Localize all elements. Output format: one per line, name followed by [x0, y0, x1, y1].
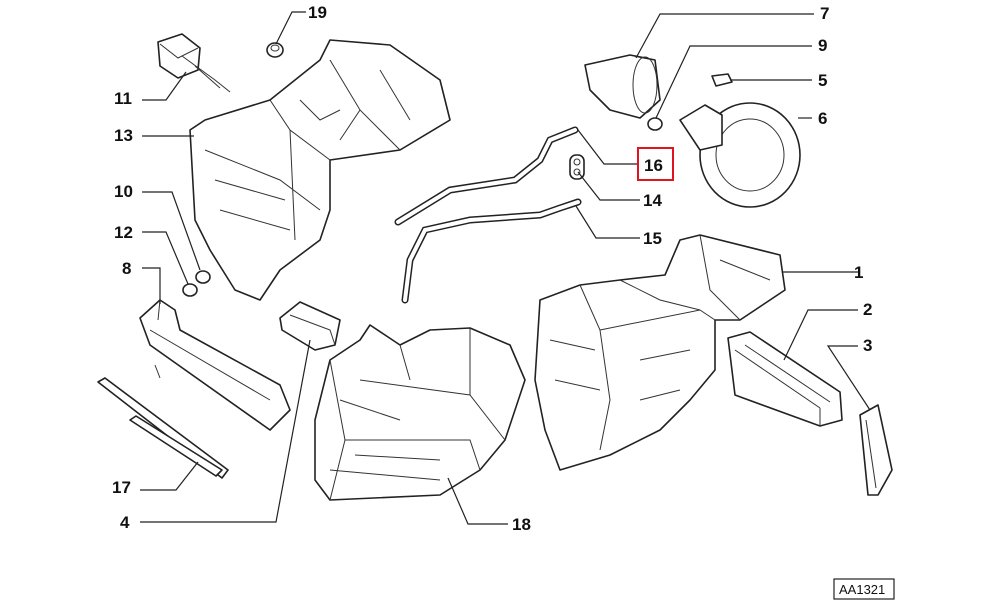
part-8-duct — [139, 299, 291, 431]
part-5-clip — [711, 73, 733, 87]
callout-15: 15 — [643, 229, 662, 248]
part-11-connector — [157, 33, 231, 93]
part-14-gasket — [569, 154, 585, 180]
part-12-oring — [182, 283, 198, 297]
reference-code: AA1321 — [839, 582, 885, 597]
callout-4: 4 — [120, 513, 130, 532]
part-2-filter — [727, 331, 843, 427]
callout-18: 18 — [512, 515, 531, 534]
callout-13: 13 — [114, 126, 133, 145]
part-1-housing — [534, 234, 786, 471]
callout-5: 5 — [818, 71, 827, 90]
part-16-pipe — [394, 126, 579, 226]
highlight-box — [637, 147, 674, 181]
part-13-housing — [189, 39, 451, 301]
callout-7: 7 — [820, 4, 829, 23]
part-18-housing — [314, 324, 526, 501]
part-15-pipe — [401, 198, 582, 304]
part-9-ring — [647, 117, 663, 131]
part-7-cover — [584, 54, 661, 119]
callout-12: 12 — [114, 223, 133, 242]
part-4-resistor — [279, 301, 341, 351]
callout-16: 16 — [644, 156, 663, 175]
callout-8: 8 — [122, 259, 131, 278]
part-17-seal — [97, 377, 229, 479]
callout-11: 11 — [114, 89, 132, 108]
reference-code-box: AA1321 — [833, 578, 895, 600]
callout-17: 17 — [112, 478, 131, 497]
callout-19: 19 — [308, 3, 327, 22]
callout-10: 10 — [114, 182, 133, 201]
callout-2: 2 — [863, 300, 872, 319]
leader-lines — [140, 11, 871, 525]
part-6-blower — [679, 102, 801, 208]
callout-14: 14 — [643, 191, 662, 210]
callouts: 1 2 3 4 5 6 7 8 9 10 11 12 13 14 15 16 1… — [112, 3, 872, 534]
callout-9: 9 — [818, 36, 827, 55]
callout-3: 3 — [863, 336, 872, 355]
part-3-cover — [859, 404, 893, 496]
callout-6: 6 — [818, 109, 827, 128]
part-10-oring — [195, 270, 211, 284]
callout-1: 1 — [854, 263, 863, 282]
part-19-clip — [266, 42, 284, 58]
